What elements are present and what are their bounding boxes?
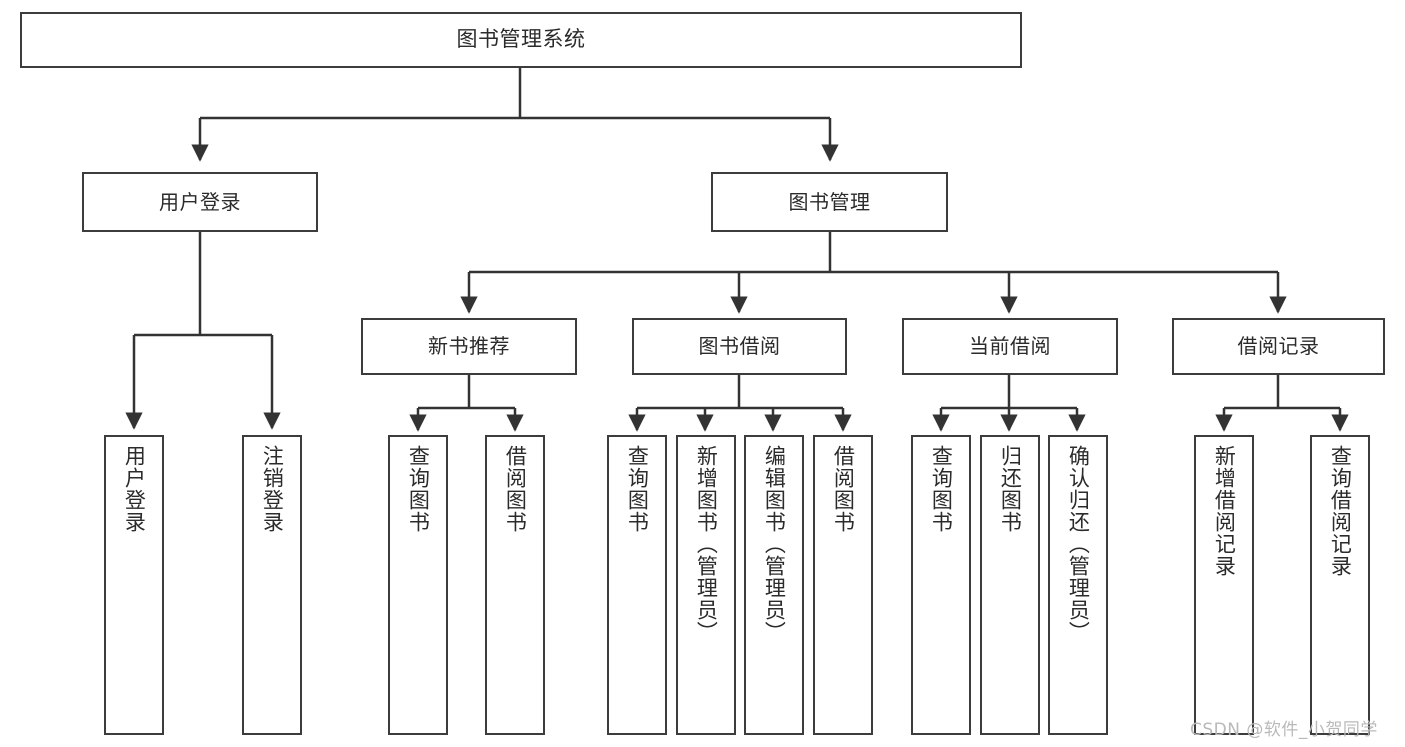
node-label: 借阅图书 (831, 445, 856, 533)
leaf-new-book-borrow-book[interactable]: 借阅图书 (485, 435, 545, 735)
leaf-book-borrow-query-book[interactable]: 查询图书 (607, 435, 667, 735)
leaf-book-borrow-add-book-admin[interactable]: 新增图书（管理员） (676, 435, 736, 735)
leaf-new-book-query-book[interactable]: 查询图书 (388, 435, 448, 735)
node-label: 图书管理系统 (456, 27, 586, 52)
leaf-book-borrow-edit-book-admin[interactable]: 编辑图书（管理员） (744, 435, 804, 735)
node-label: 图书管理 (788, 189, 871, 214)
node-label: 新增图书（管理员） (694, 445, 719, 643)
node-label: 图书借阅 (698, 334, 781, 359)
node-label: 借阅图书 (503, 445, 528, 533)
node-label: 查询借阅记录 (1328, 445, 1353, 577)
node-label: 编辑图书（管理员） (762, 445, 787, 643)
node-user-login[interactable]: 用户登录 (82, 172, 318, 232)
leaf-current-borrow-query-book[interactable]: 查询图书 (911, 435, 971, 735)
node-label: 新书推荐 (428, 334, 510, 359)
leaf-current-borrow-confirm-return-admin[interactable]: 确认归还（管理员） (1048, 435, 1108, 735)
leaf-user-login-login[interactable]: 用户登录 (104, 435, 164, 735)
node-book-management[interactable]: 图书管理 (711, 172, 948, 232)
watermark-text: CSDN @软件_小贺同学 (1190, 720, 1378, 740)
leaf-user-login-logout[interactable]: 注销登录 (242, 435, 302, 735)
node-book-borrow[interactable]: 图书借阅 (632, 318, 847, 375)
node-label: 查询图书 (406, 445, 431, 533)
node-new-book-recommend[interactable]: 新书推荐 (361, 318, 577, 375)
node-label: 用户登录 (122, 445, 147, 533)
leaf-borrow-record-query-record[interactable]: 查询借阅记录 (1310, 435, 1370, 735)
leaf-book-borrow-borrow-book[interactable]: 借阅图书 (813, 435, 873, 735)
node-label: 用户登录 (159, 189, 241, 214)
node-label: 注销登录 (260, 445, 285, 533)
leaf-current-borrow-return-book[interactable]: 归还图书 (980, 435, 1040, 735)
node-label: 新增借阅记录 (1212, 445, 1237, 577)
node-label: 当前借阅 (969, 334, 1051, 359)
node-current-borrow[interactable]: 当前借阅 (902, 318, 1118, 375)
node-label: 查询图书 (625, 445, 650, 533)
node-root-book-management-system[interactable]: 图书管理系统 (20, 12, 1022, 68)
node-label: 归还图书 (998, 445, 1023, 533)
node-borrow-record[interactable]: 借阅记录 (1172, 318, 1385, 375)
node-label: 查询图书 (929, 445, 954, 533)
node-label: 借阅记录 (1237, 334, 1320, 359)
node-label: 确认归还（管理员） (1066, 445, 1091, 643)
leaf-borrow-record-add-record[interactable]: 新增借阅记录 (1194, 435, 1254, 735)
